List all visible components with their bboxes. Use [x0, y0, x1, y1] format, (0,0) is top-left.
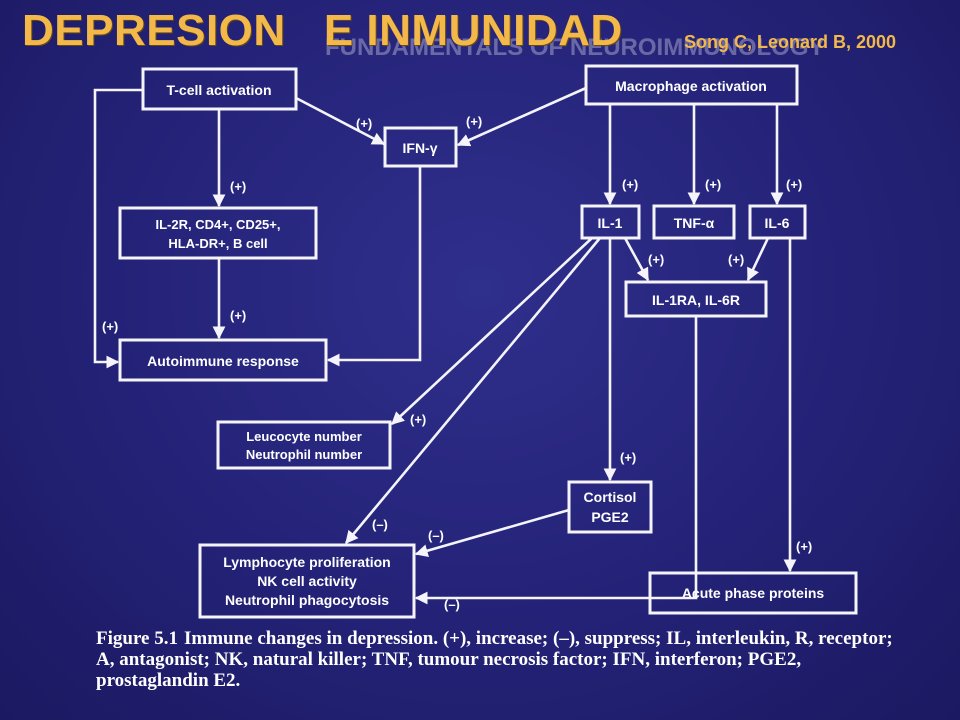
label-plus: (+): [356, 116, 372, 131]
figure-caption-text: Immune changes in depression. (+), incre…: [96, 628, 893, 691]
background-book-title: FUNDAMENTALS OF NEUROIMMUNOLOGY: [325, 34, 825, 61]
label-minus: (–): [372, 517, 388, 532]
svg-text:PGE2: PGE2: [591, 509, 629, 525]
edge-il1-leucocyte: [391, 237, 593, 425]
label-plus: (+): [230, 179, 246, 194]
edge-il1-il1ra: [623, 237, 650, 282]
svg-text:Acute phase proteins: Acute phase proteins: [682, 585, 825, 601]
slide-title: DEPRESION E INMUNIDAD: [22, 6, 623, 55]
svg-text:NK cell activity: NK cell activity: [257, 573, 357, 589]
label-plus: (+): [622, 177, 638, 192]
edge-cortisol-lymphocyte: [414, 508, 570, 558]
svg-text:Neutrophil number: Neutrophil number: [246, 447, 362, 462]
node-tnf-alpha: TNF-α: [652, 204, 736, 240]
label-plus: (+): [728, 252, 744, 267]
svg-text:IL-1: IL-1: [598, 215, 623, 231]
node-il1ra-il6r: IL-1RA, IL-6R: [624, 280, 768, 318]
edge-macrophage-ifn: [456, 86, 587, 147]
node-leucocyte-neutrophil-number: Leucocyte number Neutrophil number: [216, 420, 392, 470]
svg-text:Leucocyte number: Leucocyte number: [246, 429, 362, 444]
node-cortisol-pge2: Cortisol PGE2: [567, 480, 653, 534]
svg-text:Cortisol: Cortisol: [584, 489, 637, 505]
label-plus: (+): [796, 539, 812, 554]
svg-text:Autoimmune response: Autoimmune response: [147, 353, 299, 369]
edge-il1ra-lymphocyte: [414, 316, 698, 605]
edge-labels: (+) (+) (+) (+) (+) (+) (+) (+) (+) (+) …: [102, 114, 812, 612]
edge-il1-lymphocyte: [345, 237, 601, 544]
edge-tcell-autoimmune-loop: [93, 88, 143, 369]
node-acute-phase-proteins: Acute phase proteins: [648, 571, 858, 615]
figure-number: Figure 5.1: [96, 628, 178, 649]
edges: [93, 86, 797, 605]
node-t-cell-activation: T-cell activation: [141, 67, 298, 111]
citation: Song C, Leonard B, 2000: [684, 32, 897, 52]
node-ifn-gamma: IFN-γ: [383, 126, 458, 168]
node-macrophage-activation: Macrophage activation: [584, 64, 799, 106]
label-plus: (+): [230, 308, 246, 323]
svg-text:IL-2R, CD4+, CD25+,: IL-2R, CD4+, CD25+,: [156, 217, 281, 232]
svg-text:T-cell activation: T-cell activation: [166, 82, 271, 98]
edge-ifn-autoimmune: [326, 166, 422, 367]
label-plus: (+): [648, 252, 664, 267]
svg-text:Lymphocyte proliferation: Lymphocyte proliferation: [223, 554, 391, 570]
svg-text:IL-6: IL-6: [765, 215, 790, 231]
node-il2r-cd4-cd25-hla-bcell: IL-2R, CD4+, CD25+, HLA-DR+, B cell: [118, 206, 318, 260]
edge-tcell-ifn: [295, 96, 386, 146]
label-minus: (–): [444, 597, 460, 612]
label-plus: (+): [705, 177, 721, 192]
label-plus: (+): [102, 319, 118, 334]
label-plus: (+): [786, 177, 802, 192]
svg-text:TNF-α: TNF-α: [674, 215, 715, 231]
svg-text:IFN-γ: IFN-γ: [403, 140, 438, 156]
edge-il6-il1ra: [746, 237, 770, 282]
svg-text:HLA-DR+, B cell: HLA-DR+, B cell: [168, 236, 267, 251]
label-plus: (+): [466, 114, 482, 129]
label-plus: (+): [620, 450, 636, 465]
node-autoimmune-response: Autoimmune response: [118, 338, 328, 382]
svg-text:Neutrophil phagocytosis: Neutrophil phagocytosis: [225, 592, 389, 608]
svg-text:Macrophage activation: Macrophage activation: [615, 78, 767, 94]
label-minus: (–): [428, 528, 444, 543]
node-il6: IL-6: [748, 204, 807, 240]
node-lymphocyte-nk-neutrophil: Lymphocyte proliferation NK cell activit…: [198, 543, 416, 619]
node-il1: IL-1: [580, 204, 641, 240]
label-plus: (+): [410, 412, 426, 427]
svg-text:IL-1RA, IL-6R: IL-1RA, IL-6R: [652, 292, 740, 308]
